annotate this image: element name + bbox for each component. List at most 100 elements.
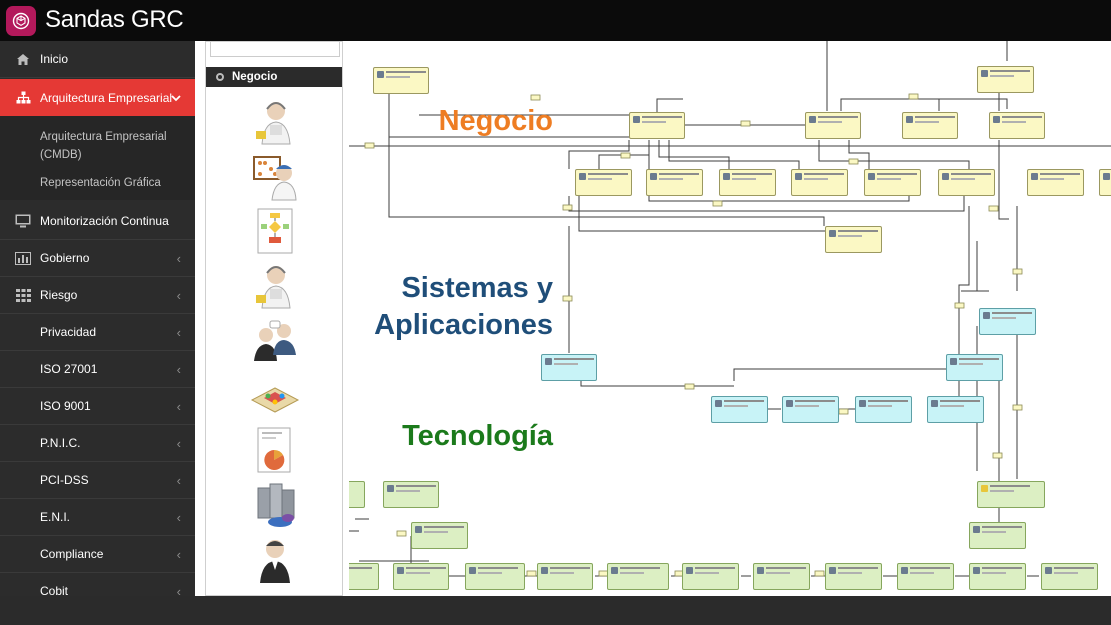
sidebar-item-cobit[interactable]: Cobit ‹: [0, 573, 195, 597]
layer-label-line1: Sistemas y: [401, 272, 553, 304]
sidebar-item-gobierno[interactable]: Gobierno ‹: [0, 240, 195, 277]
palette-search-box[interactable]: [210, 42, 340, 57]
sidebar-item-iso-9001[interactable]: ISO 9001 ‹: [0, 388, 195, 425]
submenu-label-line2: (CMDB): [40, 149, 82, 161]
diagram-node[interactable]: [969, 522, 1026, 549]
diagram-node[interactable]: [349, 481, 365, 508]
diagram-node[interactable]: [989, 112, 1045, 139]
submenu-item-representacion-grafica[interactable]: Representación Gráfica: [40, 177, 161, 189]
diagram-node[interactable]: [855, 396, 912, 423]
chart-icon: [14, 251, 32, 265]
diagram-node[interactable]: [541, 354, 597, 381]
diagram-node[interactable]: [1099, 169, 1111, 196]
chevron-left-icon: ‹: [176, 435, 181, 451]
sidebar-item-arquitectura-empresarial[interactable]: Arquitectura Empresarial: [0, 79, 195, 116]
monitor-icon: [14, 214, 32, 228]
diagram-node[interactable]: [629, 112, 685, 139]
palette-section-label: Negocio: [232, 71, 278, 83]
diagram-node[interactable]: [373, 67, 429, 94]
sidebar-item-label: Cobit: [40, 584, 69, 596]
submenu-item-cmdb[interactable]: Arquitectura Empresarial (CMDB): [40, 128, 167, 164]
sidebar-submenu: Arquitectura Empresarial (CMDB) Represen…: [0, 116, 195, 200]
layer-label-text: Tecnología: [402, 420, 553, 452]
diagram-node[interactable]: [825, 226, 882, 253]
diagram-canvas[interactable]: Negocio Sistemas y Aplicaciones Tecnolog…: [349, 41, 1111, 596]
sidebar-item-label: Riesgo: [40, 288, 78, 302]
sidebar-item-label: Inicio: [40, 52, 69, 66]
chevron-left-icon: ‹: [176, 583, 181, 597]
sidebar-item-label: ISO 27001: [40, 362, 98, 376]
diagram-node[interactable]: [753, 563, 810, 590]
cube-logo-icon[interactable]: [6, 6, 36, 36]
submenu-label-line1: Arquitectura Empresarial: [40, 131, 167, 143]
process-flowchart-icon[interactable]: [250, 207, 300, 255]
sidebar-item-monitorizacion[interactable]: Monitorización Continua: [0, 203, 195, 240]
diagram-node[interactable]: [575, 169, 632, 196]
sidebar-item-label: E.N.I.: [40, 510, 71, 524]
diagram-node[interactable]: [465, 563, 525, 590]
layer-label-line2: Aplicaciones: [374, 309, 553, 341]
sidebar-item-label: Compliance: [40, 547, 104, 561]
diagram-node[interactable]: [711, 396, 768, 423]
diagram-node[interactable]: [864, 169, 921, 196]
diagram-node[interactable]: [349, 563, 379, 590]
sidebar-item-iso-27001[interactable]: ISO 27001 ‹: [0, 351, 195, 388]
diagram-node[interactable]: [927, 396, 984, 423]
sidebar-item-label: ISO 9001: [40, 399, 91, 413]
diagram-node[interactable]: [607, 563, 669, 590]
diagram-node[interactable]: [938, 169, 995, 196]
grid-icon: [14, 288, 32, 302]
sidebar-item-label: Arquitectura Empresarial: [40, 90, 173, 105]
bottom-bar: [0, 596, 1111, 625]
shape-palette: Negocio: [205, 41, 343, 596]
sidebar-item-compliance[interactable]: Compliance ‹: [0, 536, 195, 573]
sidebar-item-riesgo[interactable]: Riesgo ‹: [0, 277, 195, 314]
diagram-node[interactable]: [979, 308, 1036, 335]
sitemap-icon: [14, 91, 32, 105]
diagram-node[interactable]: [1041, 563, 1098, 590]
sidebar-item-privacidad[interactable]: Privacidad ‹: [0, 314, 195, 351]
layer-label-text: Negocio: [438, 105, 553, 137]
diagram-node[interactable]: [393, 563, 449, 590]
chevron-left-icon: ‹: [176, 250, 181, 266]
diagram-node[interactable]: [782, 396, 839, 423]
diagram-node[interactable]: [719, 169, 776, 196]
diagram-node[interactable]: [682, 563, 739, 590]
diagram-connectors: [349, 41, 1111, 585]
sidebar-item-pci-dss[interactable]: PCI-DSS ‹: [0, 462, 195, 499]
chevron-left-icon: ‹: [176, 546, 181, 562]
sidebar-item-pnic[interactable]: P.N.I.C. ‹: [0, 425, 195, 462]
diagram-node[interactable]: [897, 563, 954, 590]
diagram-node[interactable]: [946, 354, 1003, 381]
chevron-left-icon: ‹: [176, 324, 181, 340]
diagram-node[interactable]: [825, 563, 882, 590]
sidebar-item-eni[interactable]: E.N.I. ‹: [0, 499, 195, 536]
sidebar-item-inicio[interactable]: Inicio: [0, 41, 195, 78]
palette-section-header[interactable]: Negocio: [206, 67, 342, 87]
person-abacus-icon[interactable]: [250, 153, 300, 201]
chevron-left-icon: ‹: [176, 472, 181, 488]
diagram-node[interactable]: [805, 112, 861, 139]
diagram-node[interactable]: [977, 481, 1045, 508]
diagram-node[interactable]: [902, 112, 958, 139]
person-icon[interactable]: [250, 536, 300, 584]
report-chart-icon[interactable]: [250, 426, 300, 474]
diagram-node[interactable]: [411, 522, 468, 549]
diagram-node[interactable]: [791, 169, 848, 196]
chevron-left-icon: ‹: [176, 361, 181, 377]
people-meeting-icon[interactable]: [250, 317, 300, 365]
diagram-node[interactable]: [537, 563, 593, 590]
person-headset-icon[interactable]: [250, 261, 300, 309]
chevron-down-icon: [171, 90, 181, 105]
sidebar-item-label: P.N.I.C.: [40, 436, 81, 450]
person-headset-icon[interactable]: [250, 97, 300, 145]
diagram-node[interactable]: [646, 169, 703, 196]
top-bar: Sandas GRC: [0, 0, 1111, 41]
board-game-icon[interactable]: [250, 372, 300, 420]
servers-icon[interactable]: [250, 480, 300, 528]
diagram-node[interactable]: [383, 481, 439, 508]
diagram-node[interactable]: [1027, 169, 1084, 196]
layer-label-sistemas: Sistemas y Aplicaciones: [349, 270, 553, 344]
diagram-node[interactable]: [977, 66, 1034, 93]
diagram-node[interactable]: [969, 563, 1026, 590]
